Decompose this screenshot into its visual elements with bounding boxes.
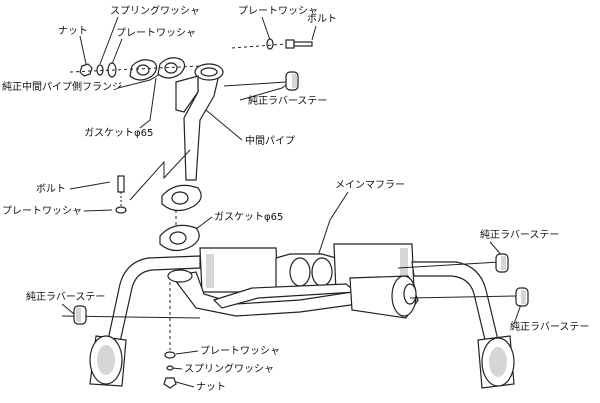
leader-spring-washer-bottom (171, 367, 183, 370)
leader-plate-washer-left (83, 209, 113, 212)
label-spring-washer-bottom: スプリングワッシャ (184, 362, 274, 375)
label-bolt-left: ボルト (36, 183, 66, 195)
label-oem-rubber-stay-left: 純正ラバーステー (26, 290, 105, 303)
oem-rubber-stay-top (223, 71, 299, 91)
label-plate-washer-top-right: プレートワッシャ (238, 5, 318, 17)
oem-rubber-stay-left (61, 305, 201, 325)
leader-nut-top (79, 35, 87, 65)
plate-washer-left (115, 206, 127, 214)
right-tail-pipe (411, 261, 515, 389)
label-oem-rubber-stay-right-top: 純正ラバーステー (480, 228, 559, 241)
break-line (129, 149, 191, 201)
nut-bottom (163, 377, 177, 389)
leader-bolt-top-right (311, 25, 317, 41)
front-y-pipe-flange (167, 269, 193, 283)
label-mid-pipe: 中間パイプ (245, 134, 295, 147)
plate-washer-bottom (164, 351, 176, 359)
label-bolt-top-right: ボルト (307, 13, 337, 25)
label-oem-rubber-stay-top: 純正ラバーステー (248, 94, 327, 107)
spring-washer-top (96, 64, 104, 76)
leader-gasket-top (139, 77, 157, 129)
labels: ナット スプリングワッシャ プレートワッシャ プレートワッシャ ボルト 純正中間… (2, 4, 589, 393)
bottom-hardware (163, 282, 177, 389)
label-nut-bottom: ナット (196, 381, 226, 393)
label-plate-washer-top: プレートワッシャ (116, 27, 196, 39)
label-nut-top: ナット (58, 25, 88, 37)
leader-bolt-left (69, 181, 111, 190)
leader-spring-washer-top (99, 16, 119, 65)
label-oem-rubber-stay-right-bottom: 純正ラバーステー (510, 320, 589, 333)
leader-mid-pipe (205, 109, 243, 141)
front-y-pipe (167, 269, 359, 317)
bolt-left (117, 175, 125, 193)
left-tail-pipe (89, 255, 201, 387)
label-main-muffler: メインマフラー (335, 179, 405, 191)
alignment-line-top (69, 65, 203, 73)
label-gasket-mid: ガスケットφ65 (214, 211, 283, 223)
oem-rubber-stay-right-bottom (409, 287, 529, 307)
label-oem-mid-pipe-flange: 純正中間パイプ側フランジ (2, 80, 122, 93)
leader-plate-washer-top (111, 38, 123, 65)
label-plate-washer-left: プレートワッシャ (2, 205, 82, 217)
nut-top (79, 63, 93, 77)
alignment-line-top-right (231, 43, 287, 49)
mid-pipe-lower-parts (159, 184, 202, 252)
mid-pipe (175, 63, 224, 181)
label-spring-washer-top: スプリングワッシャ (110, 4, 200, 17)
secondary-muffler (349, 275, 419, 319)
left-hardware (115, 175, 127, 214)
oem-mid-pipe-flange (129, 57, 186, 81)
label-gasket-top: ガスケットφ65 (84, 127, 153, 139)
leader-nut-bottom (175, 381, 195, 388)
leader-plate-washer-bottom (175, 350, 199, 355)
leader-oem-flange (117, 73, 161, 89)
leader-stay-left (61, 303, 75, 315)
label-plate-washer-bottom: プレートワッシャ (200, 345, 280, 357)
plate-washer-top-right (266, 38, 274, 50)
top-hardware (69, 38, 313, 91)
spring-washer-bottom (166, 365, 174, 371)
bolt-top-right (285, 39, 313, 49)
leader-plate-washer-top-right (261, 16, 271, 41)
leader-main-muffler (315, 191, 349, 263)
oem-rubber-stay-right-top (397, 253, 509, 273)
